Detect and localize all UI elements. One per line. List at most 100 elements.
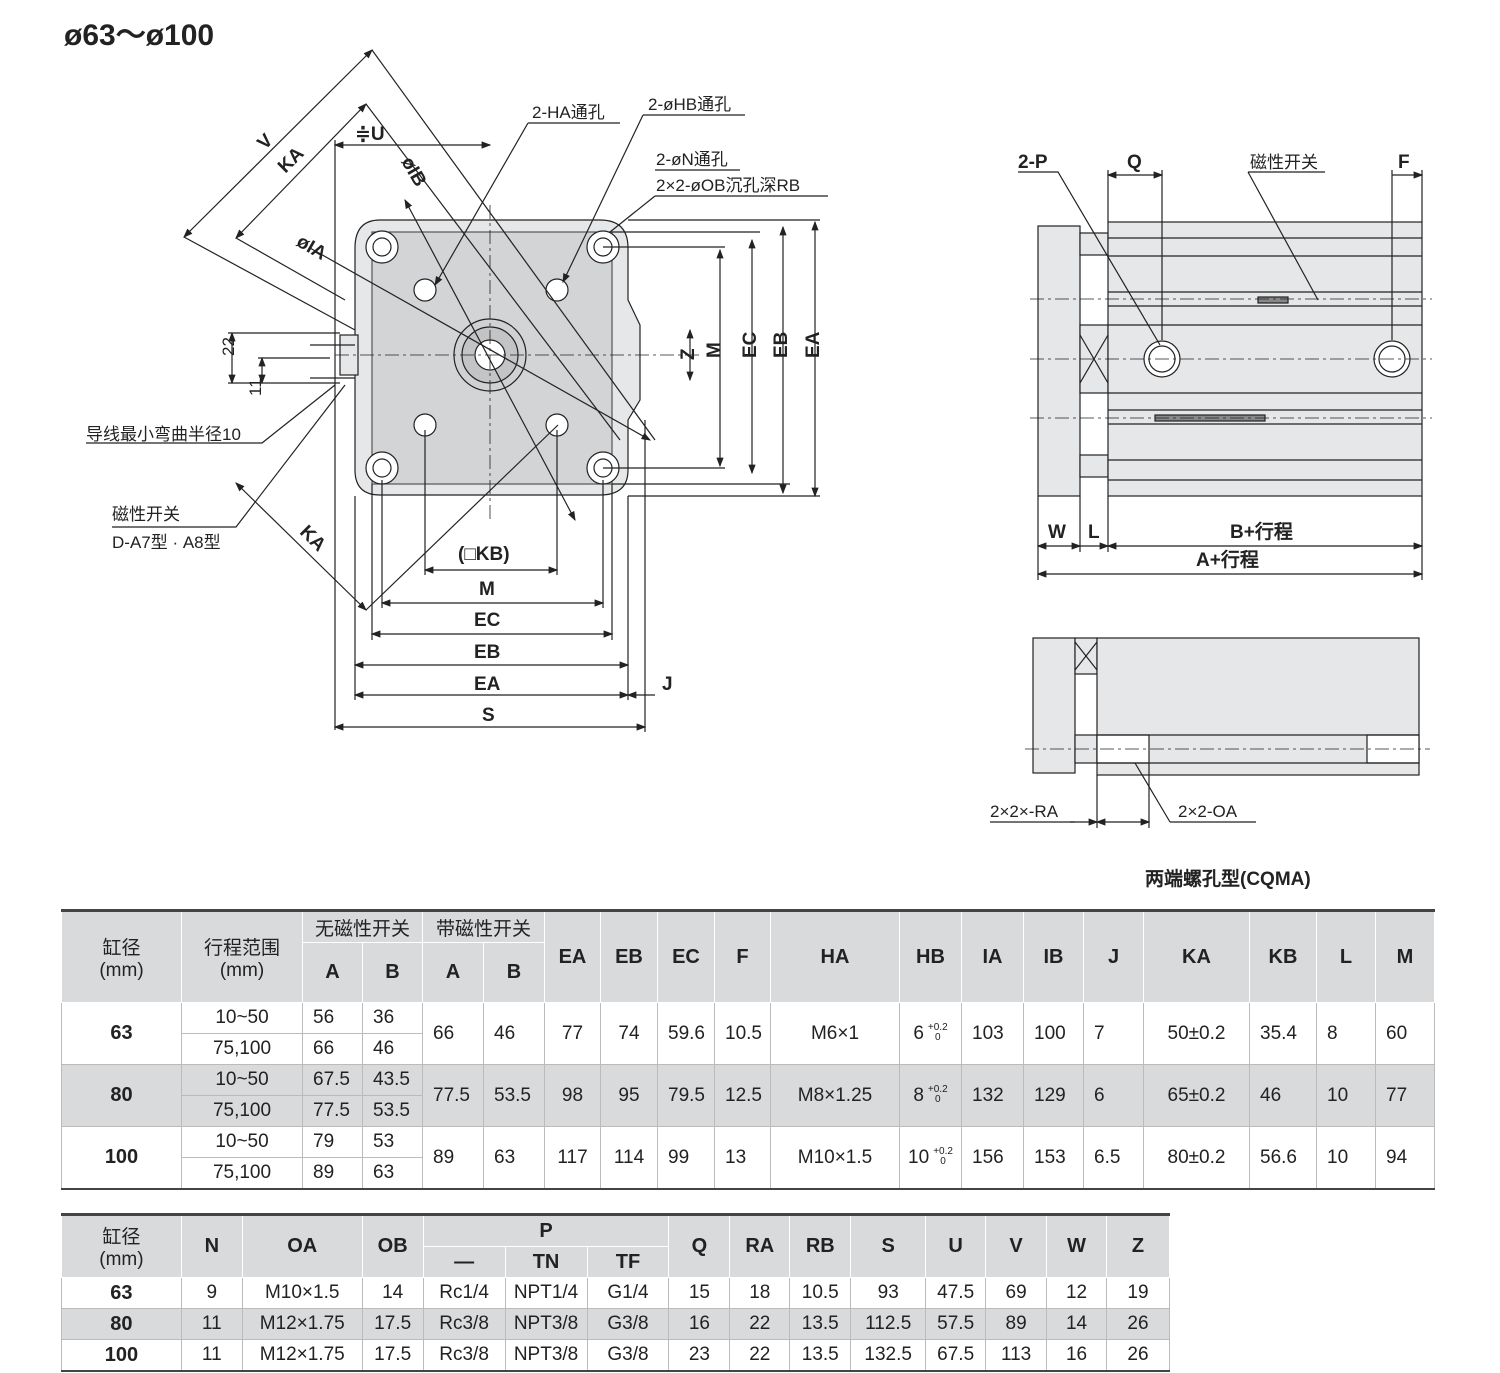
cell-q: 23 bbox=[668, 1339, 731, 1372]
cell-ra: 22 bbox=[729, 1308, 791, 1340]
dim-a-stroke-label: A+行程 bbox=[1196, 548, 1259, 571]
cell-ib: 129 bbox=[1023, 1064, 1084, 1127]
cell-u: 47.5 bbox=[925, 1277, 987, 1309]
cell-m: 77 bbox=[1375, 1064, 1435, 1127]
cell-b-sw: 53.5 bbox=[483, 1064, 545, 1127]
th2-u: U bbox=[925, 1213, 987, 1278]
cell-bore: 63 bbox=[61, 1002, 182, 1065]
cell-w: 12 bbox=[1046, 1277, 1107, 1309]
th-kb: KB bbox=[1249, 909, 1317, 1003]
cell-f: 10.5 bbox=[714, 1002, 771, 1065]
front-view-labels: V KA ≑U øIB øIA 2-HA通孔 2-øHB通孔 2-øN通孔 2×… bbox=[86, 95, 824, 726]
cell-ha: M8×1.25 bbox=[770, 1064, 900, 1127]
cell-b: 36 bbox=[362, 1002, 423, 1034]
cell-u: 67.5 bbox=[925, 1339, 987, 1372]
cell-ia: 132 bbox=[961, 1064, 1024, 1127]
dim-eb2-label: EB bbox=[474, 642, 500, 663]
cell-v: 69 bbox=[985, 1277, 1048, 1309]
cell-a-sw: 66 bbox=[422, 1002, 484, 1065]
corner-hole bbox=[365, 230, 399, 264]
cell-tn: NPT1/4 bbox=[504, 1277, 588, 1309]
cell-b: 43.5 bbox=[362, 1064, 423, 1096]
th-a-sw: A bbox=[422, 942, 484, 1003]
th2-tn: TN bbox=[504, 1246, 588, 1278]
switch-label: 磁性开关 bbox=[112, 505, 180, 524]
cell-bore: 100 bbox=[61, 1126, 182, 1190]
dim-ea-label: EA bbox=[803, 331, 824, 358]
cell-rb: 13.5 bbox=[789, 1339, 852, 1372]
th-hb: HB bbox=[899, 909, 962, 1003]
th2-n: N bbox=[180, 1213, 243, 1278]
thread-hole bbox=[413, 278, 437, 302]
cell-stroke: 75,100 bbox=[181, 1157, 303, 1190]
dim-11-label: 11 bbox=[246, 378, 265, 396]
th-ec: EC bbox=[657, 909, 715, 1003]
th-j: J bbox=[1083, 909, 1144, 1003]
cell-ka: 50±0.2 bbox=[1143, 1002, 1250, 1065]
cell-v: 113 bbox=[985, 1339, 1048, 1372]
side-view bbox=[1018, 170, 1432, 580]
cell-b-sw: 46 bbox=[483, 1002, 545, 1065]
cell-p: Rc3/8 bbox=[422, 1339, 506, 1372]
page-title: ø63～ø100 bbox=[64, 19, 215, 52]
th2-q: Q bbox=[668, 1213, 731, 1278]
cell-ec: 59.6 bbox=[657, 1002, 715, 1065]
cell-a: 89 bbox=[302, 1157, 363, 1190]
cell-n: 9 bbox=[180, 1277, 243, 1309]
cell-ia: 103 bbox=[961, 1002, 1024, 1065]
cell-rb: 13.5 bbox=[789, 1308, 852, 1340]
cell-bore: 80 bbox=[61, 1064, 182, 1127]
cell-stroke: 10~50 bbox=[181, 1002, 303, 1034]
cell-ob: 17.5 bbox=[361, 1308, 424, 1340]
cell-f: 13 bbox=[714, 1126, 771, 1190]
cell-b: 53.5 bbox=[362, 1095, 423, 1127]
th2-w: W bbox=[1046, 1213, 1107, 1278]
cell-stroke: 75,100 bbox=[181, 1033, 303, 1065]
cell-q: 16 bbox=[668, 1308, 731, 1340]
th-l: L bbox=[1316, 909, 1376, 1003]
dim-22-label: 22 bbox=[219, 337, 238, 356]
cell-n: 11 bbox=[180, 1339, 243, 1372]
cell-stroke: 10~50 bbox=[181, 1064, 303, 1096]
cell-l: 10 bbox=[1316, 1126, 1376, 1190]
cell-ha: M6×1 bbox=[770, 1002, 900, 1065]
cell-oa: M12×1.75 bbox=[241, 1308, 363, 1340]
th2-ob: OB bbox=[361, 1213, 424, 1278]
cell-j: 6.5 bbox=[1083, 1126, 1144, 1190]
th2-rb: RB bbox=[789, 1213, 852, 1278]
ob-hole-label: 2×2-øOB沉孔深RB bbox=[656, 176, 800, 195]
cell-stroke: 75,100 bbox=[181, 1095, 303, 1127]
dim-q-label: Q bbox=[1127, 152, 1142, 173]
th2-p-rc: — bbox=[422, 1246, 506, 1278]
cell-ra: 18 bbox=[729, 1277, 791, 1309]
dim-b-stroke-label: B+行程 bbox=[1230, 520, 1293, 543]
dim-ec-label: EC bbox=[740, 331, 761, 358]
cell-kb: 35.4 bbox=[1249, 1002, 1317, 1065]
cell-stroke: 10~50 bbox=[181, 1126, 303, 1158]
dim-ka2-label: KA bbox=[295, 522, 329, 556]
cell-a-sw: 89 bbox=[422, 1126, 484, 1190]
cell-j: 7 bbox=[1083, 1002, 1144, 1065]
cell-ob: 17.5 bbox=[361, 1339, 424, 1372]
cell-z: 26 bbox=[1105, 1308, 1171, 1340]
cell-q: 15 bbox=[668, 1277, 731, 1309]
cell-u: 57.5 bbox=[925, 1308, 987, 1340]
cell-l: 8 bbox=[1316, 1002, 1376, 1065]
th-m: M bbox=[1375, 909, 1435, 1003]
cell-a-sw: 77.5 bbox=[422, 1064, 484, 1127]
cell-ob: 14 bbox=[361, 1277, 424, 1309]
cell-w: 14 bbox=[1046, 1308, 1107, 1340]
dim-m-label: M bbox=[704, 342, 725, 358]
n-hole-label: 2-øN通孔 bbox=[656, 150, 728, 169]
dim-ec2-label: EC bbox=[474, 610, 501, 631]
cell-bore: 100 bbox=[61, 1339, 182, 1372]
th-no-switch: 无磁性开关 bbox=[302, 909, 423, 943]
cell-a: 56 bbox=[302, 1002, 363, 1034]
th-b-sw: B bbox=[483, 942, 545, 1003]
cell-kb: 46 bbox=[1249, 1064, 1317, 1127]
corner-hole bbox=[365, 451, 399, 485]
